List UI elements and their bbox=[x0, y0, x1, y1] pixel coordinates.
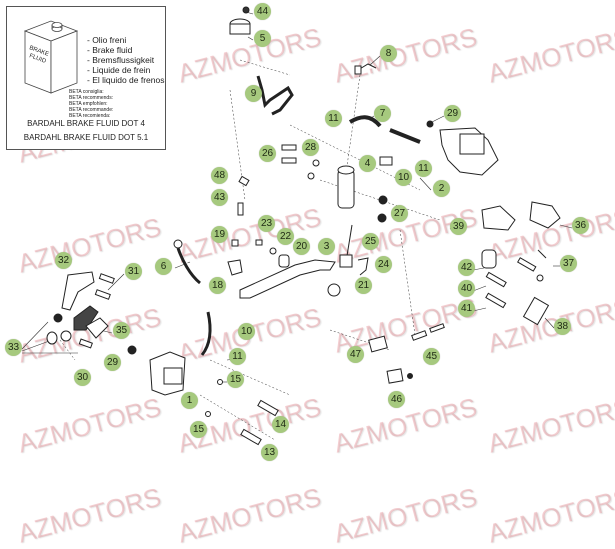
fluid-can-icon: BRAKE FLUID bbox=[23, 20, 79, 94]
part-number-callout[interactable]: 35 bbox=[113, 322, 130, 339]
beta-line: BETA recommends: bbox=[69, 95, 114, 101]
product-dot51: BARDAHL BRAKE FLUID DOT 5.1 bbox=[23, 133, 149, 142]
part-number-callout[interactable]: 30 bbox=[74, 369, 91, 386]
part-number-callout[interactable]: 23 bbox=[258, 215, 275, 232]
fluid-name: - Brake fluid bbox=[87, 45, 133, 55]
part-number-callout[interactable]: 36 bbox=[572, 217, 589, 234]
part-number-callout[interactable]: 32 bbox=[55, 252, 72, 269]
part-number-callout[interactable]: 43 bbox=[211, 189, 228, 206]
part-number-callout[interactable]: 29 bbox=[104, 354, 121, 371]
part-number-callout[interactable]: 8 bbox=[380, 45, 397, 62]
part-number-callout[interactable]: 15 bbox=[227, 371, 244, 388]
fluid-name: - Bremsflussigkeit bbox=[87, 55, 155, 65]
part-number-callout[interactable]: 10 bbox=[238, 323, 255, 340]
fluid-name: - Olio freni bbox=[87, 35, 127, 45]
product-dot4: BARDAHL BRAKE FLUID DOT 4 bbox=[27, 119, 145, 128]
part-number-callout[interactable]: 48 bbox=[211, 167, 228, 184]
part-number-callout[interactable]: 9 bbox=[245, 85, 262, 102]
beta-line: BETA empfohlen: bbox=[69, 101, 108, 107]
parts bbox=[46, 6, 561, 446]
part-number-callout[interactable]: 24 bbox=[375, 256, 392, 273]
part-number-callout[interactable]: 2 bbox=[433, 180, 450, 197]
part-number-callout[interactable]: 11 bbox=[229, 348, 246, 365]
part-number-callout[interactable]: 11 bbox=[325, 110, 342, 127]
part-number-callout[interactable]: 3 bbox=[318, 238, 335, 255]
part-number-callout[interactable]: 25 bbox=[362, 233, 379, 250]
beta-line: BETA recommande: bbox=[69, 107, 114, 113]
part-number-callout[interactable]: 18 bbox=[209, 277, 226, 294]
beta-line: BETA consiglia: bbox=[69, 89, 104, 95]
part-number-callout[interactable]: 14 bbox=[272, 416, 289, 433]
part-number-callout[interactable]: 15 bbox=[190, 421, 207, 438]
fluid-name: - El liquido de frenos bbox=[87, 75, 165, 85]
part-number-callout[interactable]: 33 bbox=[5, 339, 22, 356]
part-number-callout[interactable]: 47 bbox=[347, 346, 364, 363]
part-number-callout[interactable]: 1 bbox=[181, 392, 198, 409]
svg-text:FLUID: FLUID bbox=[28, 53, 47, 65]
part-number-callout[interactable]: 7 bbox=[374, 105, 391, 122]
fluid-name: - Liquide de frein bbox=[87, 65, 151, 75]
part-number-callout[interactable]: 22 bbox=[277, 228, 294, 245]
part-number-callout[interactable]: 20 bbox=[293, 238, 310, 255]
part-number-callout[interactable]: 31 bbox=[125, 263, 142, 280]
part-number-callout[interactable]: 6 bbox=[155, 258, 172, 275]
part-number-callout[interactable]: 29 bbox=[444, 105, 461, 122]
brake-fluid-legend: BRAKE FLUID - Olio freni - Brake fluid -… bbox=[6, 6, 166, 150]
part-number-callout[interactable]: 28 bbox=[302, 139, 319, 156]
part-number-callout[interactable]: 40 bbox=[458, 280, 475, 297]
part-number-callout[interactable]: 46 bbox=[388, 391, 405, 408]
part-number-callout[interactable]: 13 bbox=[261, 444, 278, 461]
part-number-callout[interactable]: 19 bbox=[211, 226, 228, 243]
part-number-callout[interactable]: 42 bbox=[458, 259, 475, 276]
part-number-callout[interactable]: 37 bbox=[560, 255, 577, 272]
part-number-callout[interactable]: 10 bbox=[395, 169, 412, 186]
part-number-callout[interactable]: 39 bbox=[450, 218, 467, 235]
part-number-callout[interactable]: 26 bbox=[259, 145, 276, 162]
part-number-callout[interactable]: 5 bbox=[254, 30, 271, 47]
part-number-callout[interactable]: 11 bbox=[415, 160, 432, 177]
part-number-callout[interactable]: 44 bbox=[254, 3, 271, 20]
part-number-callout[interactable]: 41 bbox=[458, 300, 475, 317]
beta-recommendation-list: BETA consiglia: BETA recommends: BETA em… bbox=[69, 89, 113, 119]
part-number-callout[interactable]: 38 bbox=[554, 318, 571, 335]
part-number-callout[interactable]: 21 bbox=[355, 277, 372, 294]
part-number-callout[interactable]: 27 bbox=[391, 205, 408, 222]
beta-line: BETA recomienda: bbox=[69, 113, 111, 119]
part-number-callout[interactable]: 4 bbox=[359, 155, 376, 172]
fluid-name-list: - Olio freni - Brake fluid - Bremsflussi… bbox=[87, 35, 165, 85]
part-number-callout[interactable]: 45 bbox=[423, 348, 440, 365]
